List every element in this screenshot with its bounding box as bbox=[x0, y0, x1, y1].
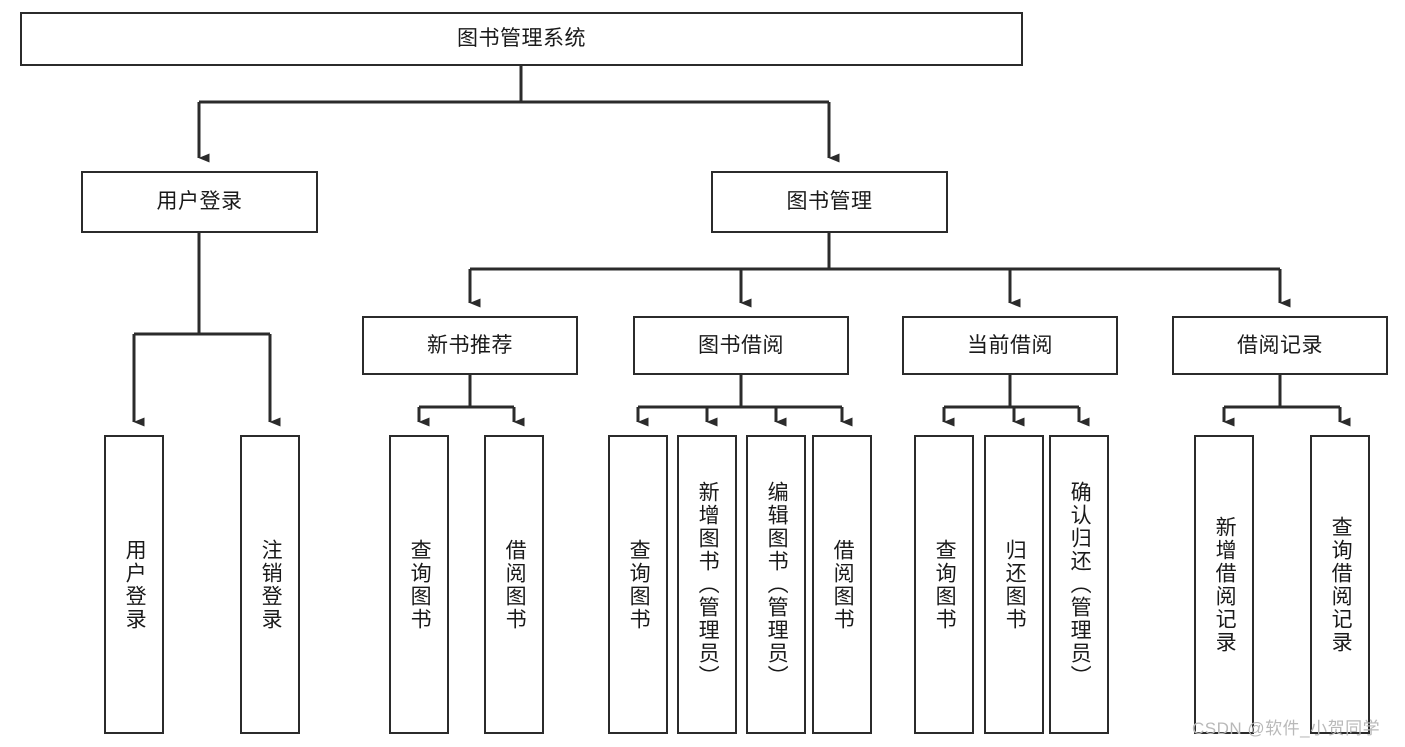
node-borrow-record[interactable]: 借阅记录 bbox=[1172, 316, 1388, 375]
node-leaf-borrow-book-1[interactable]: 借阅图书 bbox=[484, 435, 544, 734]
node-leaf-edit-book[interactable]: 编辑图书（管理员） bbox=[746, 435, 806, 734]
csdn-watermark: CSDN @软件_小贺同学 bbox=[1192, 719, 1381, 738]
node-label-borrow-record: 借阅记录 bbox=[1237, 333, 1323, 357]
node-root[interactable]: 图书管理系统 bbox=[20, 12, 1023, 66]
node-label-leaf-edit-book: 编辑图书（管理员） bbox=[765, 481, 789, 688]
node-book-manage[interactable]: 图书管理 bbox=[711, 171, 948, 233]
node-label-leaf-user-login: 用户登录 bbox=[123, 538, 147, 631]
node-label-leaf-query-book-3: 查询图书 bbox=[933, 538, 957, 631]
node-label-leaf-add-record: 新增借阅记录 bbox=[1213, 515, 1237, 654]
node-current-borrow[interactable]: 当前借阅 bbox=[902, 316, 1118, 375]
edge-group-root bbox=[197, 66, 840, 163]
edge-group-current-borrow bbox=[942, 375, 1090, 427]
node-leaf-add-book[interactable]: 新增图书（管理员） bbox=[677, 435, 737, 734]
node-label-leaf-confirm-return: 确认归还（管理员） bbox=[1068, 481, 1092, 688]
edge-group-book-manage bbox=[468, 233, 1291, 308]
node-leaf-add-record[interactable]: 新增借阅记录 bbox=[1194, 435, 1254, 734]
node-leaf-borrow-book-2[interactable]: 借阅图书 bbox=[812, 435, 872, 734]
node-label-leaf-borrow-book-1: 借阅图书 bbox=[503, 538, 527, 631]
node-leaf-confirm-return[interactable]: 确认归还（管理员） bbox=[1049, 435, 1109, 734]
node-label-book-borrow: 图书借阅 bbox=[698, 333, 784, 357]
node-label-leaf-logout: 注销登录 bbox=[259, 538, 283, 631]
edge-group-borrow-record bbox=[1222, 375, 1351, 427]
node-leaf-logout[interactable]: 注销登录 bbox=[240, 435, 300, 734]
node-label-leaf-return-book: 归还图书 bbox=[1003, 538, 1027, 631]
node-leaf-user-login[interactable]: 用户登录 bbox=[104, 435, 164, 734]
node-label-new-book-recommend: 新书推荐 bbox=[427, 333, 513, 357]
node-label-leaf-add-book: 新增图书（管理员） bbox=[696, 481, 720, 688]
edge-group-book-borrow bbox=[636, 375, 853, 427]
node-leaf-query-book-1[interactable]: 查询图书 bbox=[389, 435, 449, 734]
edge-group-new-book-recommend bbox=[417, 375, 525, 427]
node-label-leaf-query-record: 查询借阅记录 bbox=[1329, 515, 1353, 654]
edge-group-user-login bbox=[132, 233, 281, 427]
node-leaf-return-book[interactable]: 归还图书 bbox=[984, 435, 1044, 734]
node-label-leaf-borrow-book-2: 借阅图书 bbox=[831, 538, 855, 631]
node-label-book-manage: 图书管理 bbox=[786, 190, 873, 214]
node-label-root: 图书管理系统 bbox=[457, 27, 586, 51]
node-leaf-query-book-3[interactable]: 查询图书 bbox=[914, 435, 974, 734]
node-leaf-query-record[interactable]: 查询借阅记录 bbox=[1310, 435, 1370, 734]
node-leaf-query-book-2[interactable]: 查询图书 bbox=[608, 435, 668, 734]
node-user-login[interactable]: 用户登录 bbox=[81, 171, 318, 233]
node-label-user-login: 用户登录 bbox=[156, 190, 243, 214]
node-book-borrow[interactable]: 图书借阅 bbox=[633, 316, 849, 375]
node-label-leaf-query-book-2: 查询图书 bbox=[627, 538, 651, 631]
node-label-leaf-query-book-1: 查询图书 bbox=[408, 538, 432, 631]
node-new-book-recommend[interactable]: 新书推荐 bbox=[362, 316, 578, 375]
node-label-current-borrow: 当前借阅 bbox=[967, 333, 1053, 357]
